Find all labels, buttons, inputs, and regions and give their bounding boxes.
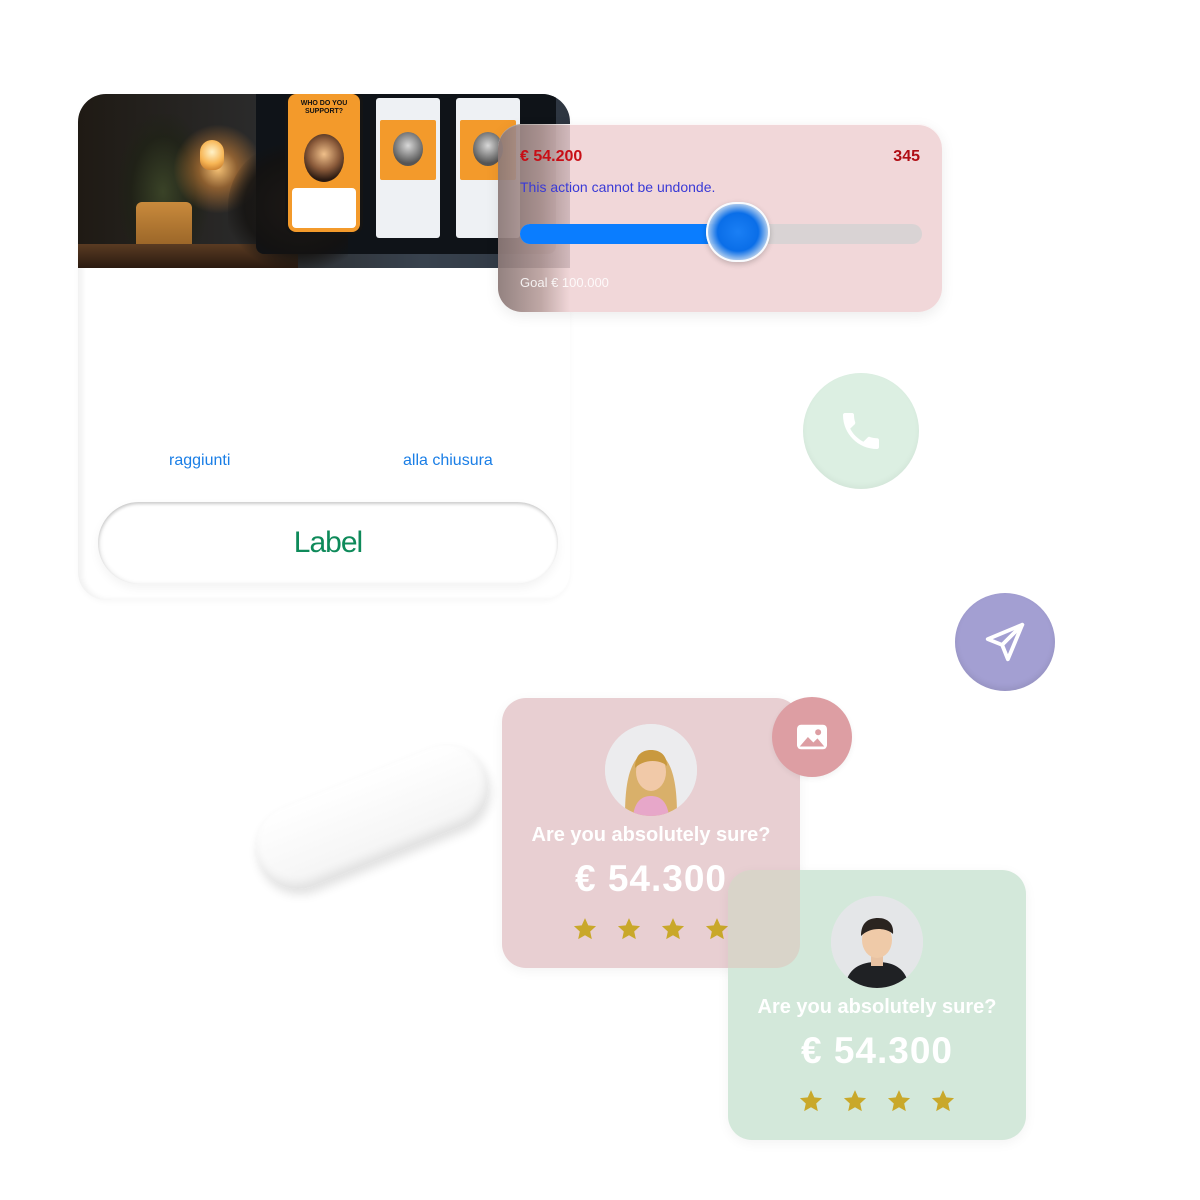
campaign-card: WHO DO YOU SUPPORT? raggiunti alla chius… — [78, 94, 570, 600]
call-button[interactable] — [803, 373, 919, 489]
phone-heading: WHO DO YOU SUPPORT? — [300, 100, 348, 115]
star-icon — [887, 1090, 911, 1112]
funding-slider[interactable] — [520, 202, 922, 262]
confirm-price: € 54.300 — [800, 1030, 954, 1071]
avatar-woman-illustration — [605, 724, 697, 816]
star-icon — [705, 918, 729, 940]
label-button[interactable]: Label — [98, 502, 558, 584]
pill-toggle[interactable] — [243, 732, 501, 902]
card-overlap-decoration — [728, 870, 800, 968]
goal-text: Goal € 100.000 — [520, 275, 609, 290]
stat-label-closing: alla chiusura — [403, 452, 493, 469]
image-button[interactable] — [772, 697, 852, 777]
image-icon — [797, 724, 827, 750]
confirm-question: Are you absolutely sure? — [757, 996, 997, 1018]
phone-icon — [843, 413, 879, 449]
send-button[interactable] — [955, 593, 1055, 691]
star-icon — [573, 918, 597, 940]
phone-in-photo: WHO DO YOU SUPPORT? — [288, 94, 360, 232]
funding-slider-thumb[interactable] — [705, 202, 770, 262]
campaign-hero-image: WHO DO YOU SUPPORT? — [78, 94, 570, 268]
phone-card-decoration — [292, 188, 356, 228]
funding-card: € 54.200 345 This action cannot be undon… — [498, 124, 942, 312]
light-bulb-decoration — [200, 140, 224, 170]
stat-label-reached: raggiunti — [169, 452, 231, 469]
star-icon — [661, 918, 685, 940]
star-icon — [843, 1090, 867, 1112]
screen-panel — [376, 98, 440, 238]
avatar — [605, 724, 697, 816]
star-icon — [931, 1090, 955, 1112]
star-icon — [799, 1090, 823, 1112]
paper-plane-icon — [985, 622, 1025, 662]
avatar — [831, 896, 923, 988]
funding-amount: € 54.200 — [520, 148, 583, 165]
warning-text: This action cannot be undonde. — [520, 179, 716, 195]
confirm-price: € 54.300 — [574, 858, 728, 899]
backer-count: 345 — [893, 148, 920, 165]
star-rating — [502, 916, 800, 942]
confirm-question: Are you absolutely sure? — [531, 824, 771, 846]
star-icon — [617, 918, 641, 940]
avatar-man-illustration — [831, 896, 923, 988]
funding-slider-fill — [520, 224, 738, 244]
shadow-decoration — [498, 124, 570, 312]
star-rating — [728, 1088, 1026, 1114]
portrait-decoration — [304, 134, 344, 182]
